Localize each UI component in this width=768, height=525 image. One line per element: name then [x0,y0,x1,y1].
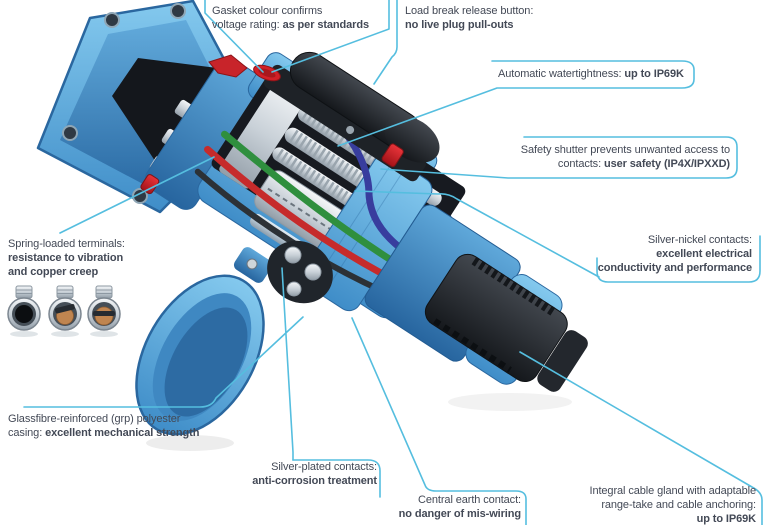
leader-silver-nickel [354,190,600,278]
callout-text-line: no danger of mis-wiring [398,507,521,520]
callout-text-line: casing: excellent mechanical strength [8,426,200,439]
silver-plated-contact-pin [286,281,302,297]
callout-text-line: and copper creep [8,265,99,278]
callout-text-line: Safety shutter prevents unwanted access … [520,144,730,156]
callout-gasket: Gasket colour confirms voltage rating: a… [212,5,369,33]
voltage-gasket [208,54,281,82]
callout-text-line: Integral cable gland with adaptable [589,485,756,497]
callout-text-line: excellent electrical [656,247,752,260]
callout-text-line: no live plug pull-outs [405,18,514,31]
silver-plated-contact-pin [284,246,302,264]
callout-text-line: Silver-plated contacts: [271,461,377,473]
central-earth-contact-pin [304,263,322,281]
leader-gasket-right [271,0,390,73]
leader-silver-plated [281,267,294,461]
callout-text-line: Silver-nickel contacts: [647,234,752,246]
border-glassfibre [23,316,304,408]
callout-text-line: resistance to vibration [8,251,124,264]
callout-text-line: conductivity and performance [597,261,752,274]
callout-safety-shutter: Safety shutter prevents unwanted access … [521,144,730,172]
leader-lines [23,0,763,525]
leader-spring-terminals [59,156,215,234]
callout-text-line: Spring-loaded terminals: [8,238,125,250]
callout-silver-nickel: Silver-nickel contacts: excellent electr… [598,234,752,275]
leader-central-earth [351,317,527,525]
terminal-cross-section-conductor-icon [48,285,82,337]
callout-text-line: voltage rating: as per standards [212,18,370,31]
callout-load-break: Load break release button: no live plug … [405,5,533,33]
cable-gland [424,253,588,392]
callout-text-line: Gasket colour confirms [212,5,323,17]
callout-text-line: anti-corrosion treatment [252,474,377,487]
callout-central-earth: Central earth contact: no danger of mis-… [399,494,521,522]
terminal-diagrams [7,285,121,337]
callout-text-line: Automatic watertightness: up to IP69K [498,68,684,80]
callout-spring-terminals: Spring-loaded terminals: resistance to v… [8,238,125,279]
callout-glassfibre: Glassfibre-reinforced (grp) polyester ca… [8,413,199,441]
terminal-cross-section-empty-icon [7,285,41,337]
terminal-cross-section-clamped-icon [87,285,121,337]
gland-serration [471,256,557,317]
protective-lid [135,247,273,436]
callout-silver-plated: Silver-plated contacts: anti-corrosion t… [252,461,377,489]
callout-text-line: Load break release button: [405,5,534,17]
border-silver-plated [292,459,381,498]
leader-cable-gland [519,351,763,525]
callout-text-line: contacts: user safety (IP4X/IPXXD) [557,157,730,170]
callout-text-line: up to IP69K [696,512,757,525]
callout-text-line: range-take and cable anchoring: [601,498,756,511]
callout-cable-gland: Integral cable gland with adaptable rang… [589,485,756,525]
callout-text-line: Central earth contact: [418,494,521,506]
border-safety-shutter [380,136,738,179]
red-clip-top [381,143,404,168]
leader-load-break [373,0,398,85]
shadows [146,393,572,451]
border-watertightness [337,60,695,147]
callout-watertightness: Automatic watertightness: up to IP69K [498,68,684,82]
callout-text-line: Glassfibre-reinforced (grp) polyester [8,413,181,425]
leader-gasket-left [204,0,264,73]
plug-body [140,51,588,392]
